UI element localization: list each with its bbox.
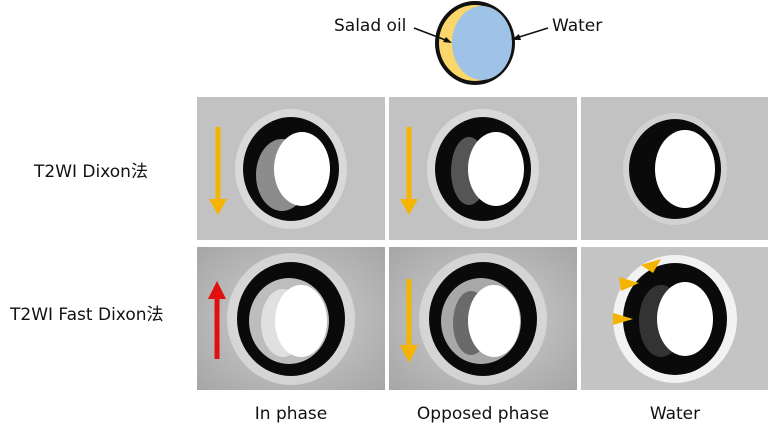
arrowhead-icon: [641, 259, 661, 273]
col-label-opposed-phase: Opposed phase: [416, 404, 550, 424]
legend-oil-label: Salad oil: [334, 16, 407, 36]
panel-fast-dixon-in-phase: [197, 247, 385, 390]
arrow-up-icon: [208, 281, 226, 299]
row-label-dixon: T2WI Dixon法: [34, 162, 148, 182]
arrow-down-icon: [400, 199, 418, 215]
panel-dixon-water: [581, 97, 768, 240]
phantom-water: [452, 6, 512, 80]
arrowhead-icon: [619, 277, 639, 291]
phantom-legend: [435, 1, 515, 85]
arrow-down-icon: [400, 345, 418, 363]
panel-fast-dixon-water: [581, 247, 768, 390]
arrowhead-icon: [613, 313, 633, 325]
row-label-fast-dixon: T2WI Fast Dixon法: [10, 305, 164, 325]
col-label-water: Water: [649, 404, 701, 424]
arrow-down-icon: [209, 199, 227, 215]
legend-water-label: Water: [552, 16, 603, 36]
col-label-in-phase: In phase: [254, 404, 328, 424]
legend-pointers: [413, 27, 549, 43]
panel-dixon-opposed-phase: [389, 97, 577, 240]
panel-fast-dixon-opposed-phase: [389, 247, 577, 390]
panel-dixon-in-phase: [197, 97, 385, 240]
